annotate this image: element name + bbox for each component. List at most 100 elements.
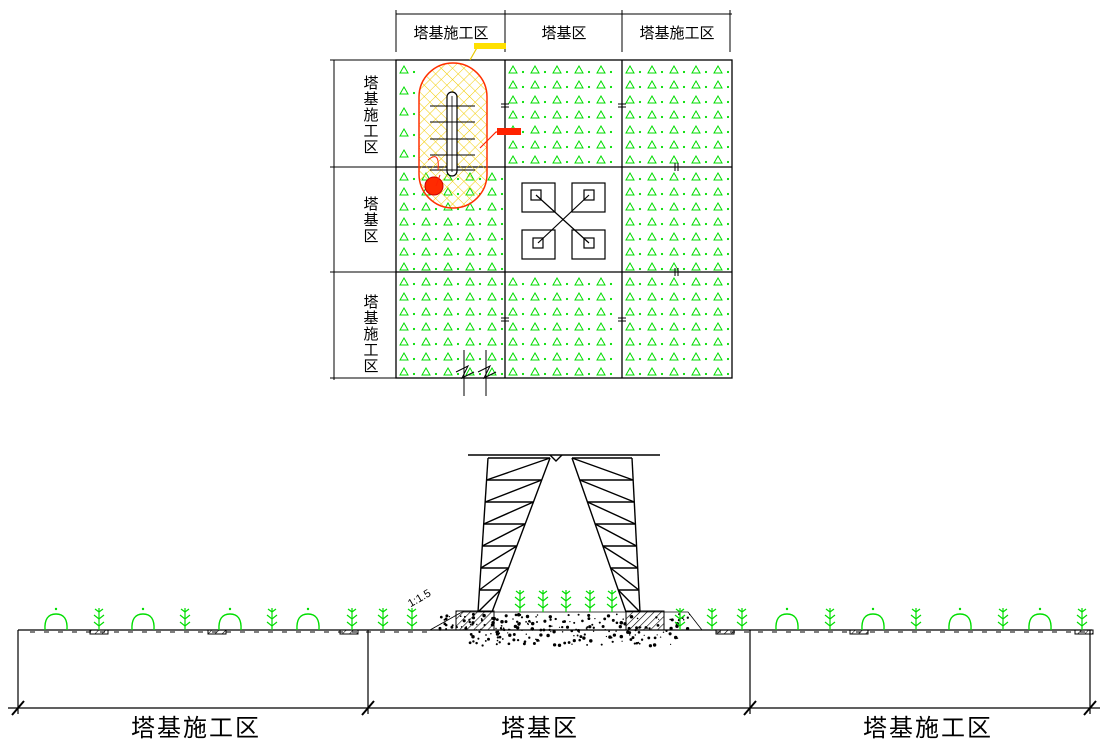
triangle-seedling-icon xyxy=(625,306,642,316)
triangle-seedling-icon xyxy=(508,79,525,89)
triangle-seedling-icon xyxy=(530,351,547,361)
triangle-seedling-icon xyxy=(596,366,613,376)
triangle-seedling-icon xyxy=(552,366,569,376)
triangle-seedling-icon xyxy=(691,246,708,256)
triangle-seedling-icon xyxy=(713,276,730,286)
triangle-seedling-icon xyxy=(399,246,416,256)
triangle-seedling-icon xyxy=(574,109,591,119)
triangle-seedling-icon xyxy=(399,127,416,137)
triangle-seedling-icon xyxy=(647,306,664,316)
shrub-icon xyxy=(775,607,799,631)
triangle-seedling-icon xyxy=(669,366,686,376)
triangle-seedling-icon xyxy=(625,79,642,89)
triangle-seedling-icon xyxy=(487,231,504,241)
triangle-seedling-icon xyxy=(443,231,460,241)
grid-ticks xyxy=(501,103,679,322)
triangle-seedling-icon xyxy=(530,154,547,164)
triangle-seedling-icon xyxy=(487,336,504,346)
plan-col-label-3: 塔基施工区 xyxy=(639,24,715,42)
triangle-seedling-icon xyxy=(625,201,642,211)
triangle-seedling-icon xyxy=(713,79,730,89)
triangle-seedling-icon xyxy=(713,231,730,241)
triangle-seedling-icon xyxy=(421,231,438,241)
triangle-seedling-icon xyxy=(713,201,730,211)
triangle-seedling-icon xyxy=(625,291,642,301)
triangle-seedling-icon xyxy=(596,276,613,286)
triangle-seedling-icon xyxy=(443,366,460,376)
grass-plant-icon xyxy=(179,608,191,630)
triangle-seedling-icon xyxy=(596,139,613,149)
triangle-seedling-icon xyxy=(713,154,730,164)
triangle-seedling-icon xyxy=(530,336,547,346)
triangle-seedling-icon xyxy=(465,246,482,256)
triangle-seedling-icon xyxy=(669,64,686,74)
triangle-seedling-icon xyxy=(625,321,642,331)
triangle-seedling-icon xyxy=(552,64,569,74)
section-zone-label-1: 塔基施工区 xyxy=(131,714,261,742)
triangle-seedling-icon xyxy=(552,291,569,301)
transmission-tower xyxy=(468,454,660,613)
triangle-seedling-icon xyxy=(713,124,730,134)
triangle-seedling-icon xyxy=(487,246,504,256)
triangle-seedling-icon xyxy=(625,231,642,241)
plan-col-label-2: 塔基区 xyxy=(541,24,587,42)
triangle-seedling-icon xyxy=(552,124,569,134)
triangle-seedling-icon xyxy=(399,336,416,346)
triangle-seedling-icon xyxy=(552,336,569,346)
triangle-seedling-icon xyxy=(647,64,664,74)
triangle-seedling-icon xyxy=(421,291,438,301)
triangle-seedling-icon xyxy=(647,246,664,256)
triangle-seedling-icon xyxy=(691,64,708,74)
triangle-seedling-icon xyxy=(713,306,730,316)
triangle-seedling-icon xyxy=(625,366,642,376)
triangle-seedling-icon xyxy=(596,154,613,164)
triangle-seedling-icon xyxy=(487,366,504,376)
grass-plant-icon xyxy=(266,608,278,630)
triangle-seedling-icon xyxy=(713,321,730,331)
triangle-seedling-icon xyxy=(669,216,686,226)
triangle-seedling-icon xyxy=(713,336,730,346)
triangle-seedling-icon xyxy=(713,171,730,181)
section-view xyxy=(8,454,1100,716)
triangle-seedling-icon xyxy=(647,351,664,361)
triangle-seedling-icon xyxy=(508,64,525,74)
triangle-seedling-icon xyxy=(552,276,569,286)
triangle-seedling-icon xyxy=(669,139,686,149)
triangle-seedling-icon xyxy=(399,291,416,301)
triangle-seedling-icon xyxy=(443,276,460,286)
triangle-seedling-icon xyxy=(713,261,730,271)
triangle-seedling-icon xyxy=(421,306,438,316)
triangle-seedling-icon xyxy=(647,139,664,149)
triangle-seedling-icon xyxy=(508,366,525,376)
triangle-seedling-icon xyxy=(669,154,686,164)
grass-plant-icon xyxy=(674,608,686,630)
triangle-seedling-icon xyxy=(625,351,642,361)
triangle-seedling-icon xyxy=(574,154,591,164)
triangle-seedling-icon xyxy=(625,124,642,134)
triangle-seedling-icon xyxy=(647,201,664,211)
grass-plant-icon xyxy=(377,608,389,630)
triangle-seedling-icon xyxy=(530,139,547,149)
triangle-seedling-icon xyxy=(647,109,664,119)
triangle-seedling-icon xyxy=(669,186,686,196)
triangle-seedling-icon xyxy=(421,321,438,331)
triangle-seedling-icon xyxy=(625,246,642,256)
triangle-seedling-icon xyxy=(508,306,525,316)
triangle-seedling-icon xyxy=(713,139,730,149)
triangle-seedling-icon xyxy=(691,366,708,376)
dimension-ticks xyxy=(11,700,1097,716)
triangle-seedling-icon xyxy=(669,291,686,301)
triangle-seedling-icon xyxy=(691,321,708,331)
section-vegetation xyxy=(44,590,1088,631)
section-zone-label-3: 塔基施工区 xyxy=(863,714,993,742)
triangle-seedling-icon xyxy=(465,261,482,271)
triangle-seedling-icon xyxy=(647,124,664,134)
triangle-seedling-icon xyxy=(596,64,613,74)
triangle-seedling-icon xyxy=(443,246,460,256)
triangle-seedling-icon xyxy=(596,291,613,301)
plan-row-label-2: 塔基区 xyxy=(361,196,380,244)
triangle-seedling-icon xyxy=(465,291,482,301)
triangle-seedling-icon xyxy=(647,231,664,241)
triangle-seedling-icon xyxy=(399,64,416,74)
triangle-seedling-icon xyxy=(574,351,591,361)
